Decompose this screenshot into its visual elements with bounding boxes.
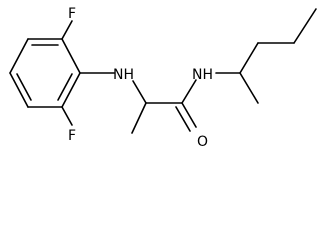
bond-c-f-top: [61, 20, 73, 40]
bond-carbonyl-nh: [181, 79, 197, 104]
ring-double-bond-3: [16, 73, 32, 101]
bond-calpha-methyl: [131, 102, 147, 134]
bond-carbonyl-o-2: [175, 106, 191, 132]
atom-f-bottom: F: [68, 128, 76, 144]
atom-f-top: F: [68, 6, 76, 22]
ring-bond-3: [61, 72, 81, 108]
molecule-diagram: F F NH NH O: [9, 6, 317, 150]
atom-o-carbonyl: O: [197, 134, 208, 150]
ring-double-bond-2: [57, 73, 73, 101]
atom-nh-amine: NH: [113, 67, 134, 83]
atom-nh-amide: NH: [192, 67, 213, 83]
bond-carbonyl-o-1: [181, 102, 197, 128]
ring-bond-6: [9, 38, 29, 74]
bond-ch-chain-1: [239, 42, 259, 74]
ring-bond-5: [9, 72, 29, 108]
structure-canvas: F F NH NH O: [9, 6, 317, 150]
bond-ch-methyl: [239, 72, 259, 104]
ring-bond-2: [61, 38, 81, 74]
benzene-ring: [9, 38, 81, 108]
bond-nh-calpha: [132, 80, 147, 104]
bond-c-f-bottom: [61, 106, 73, 126]
bond-chain-3: [293, 8, 317, 44]
